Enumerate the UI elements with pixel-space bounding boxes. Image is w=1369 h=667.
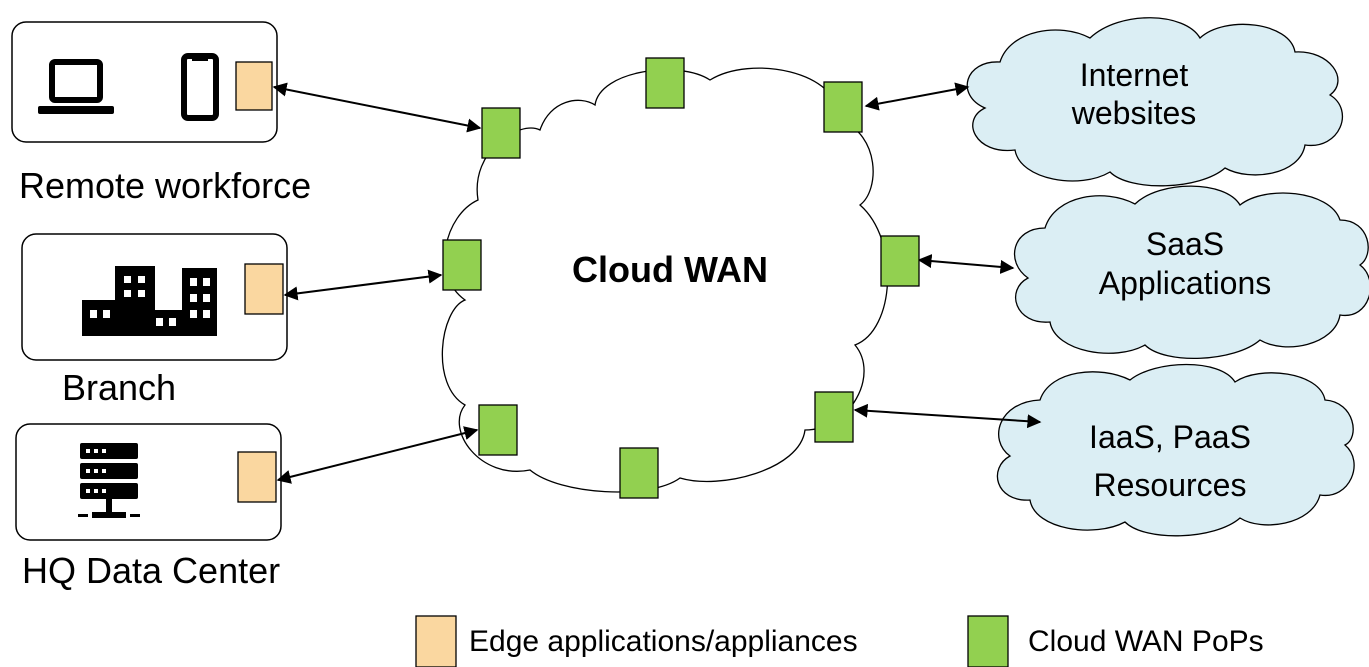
server-rack-icon [78,443,140,518]
arrow-pop-to-internet [864,82,970,111]
pop-node [880,235,920,287]
smartphone-icon [181,53,219,121]
cloud-wan-label: Cloud WAN [572,249,768,290]
arrow-hq-to-pop [276,426,479,484]
service-label-line: SaaS [1146,226,1224,262]
site-label: Remote workforce [19,165,311,206]
arrow-pop-to-iaas [853,403,1042,429]
office-buildings-icon [82,266,217,336]
site-label: HQ Data Center [22,550,280,591]
legend-pop-swatch [967,615,1009,667]
service-cloud [966,17,1344,187]
service-label-line: Applications [1099,265,1272,301]
pop-node [823,81,863,133]
pop-node [478,404,518,456]
pop-node [645,57,685,109]
edge-appliance [235,61,273,111]
site-branch: Branch [21,233,288,408]
legend-pop-label: Cloud WAN PoPs [1028,625,1264,658]
site-label: Branch [62,367,176,408]
pop-node [619,447,659,499]
service-label-line: Resources [1094,467,1247,503]
edge-appliance [244,263,284,315]
pop-node [442,239,482,291]
service-iaas-paas-resources: IaaS, PaaS Resources [996,363,1355,537]
service-label-line: Internet [1080,57,1189,93]
site-remote-workforce: Remote workforce [11,21,311,206]
edge-appliance [237,451,277,503]
service-internet-websites: Internet websites [966,17,1344,187]
service-saas-applications: SaaS Applications [1013,185,1369,359]
service-label-line: IaaS, PaaS [1089,419,1251,455]
connection-arrows [272,82,1042,484]
service-label-line: websites [1071,95,1197,131]
legend-edge-label: Edge applications/appliances [469,625,858,658]
site-hq-data-center: HQ Data Center [15,423,282,591]
cloud-wan-pops [442,57,920,499]
arrow-remote-to-pop [272,82,482,133]
pop-node [481,107,521,159]
service-cloud [996,363,1355,537]
pop-node [814,391,854,443]
laptop-icon [38,59,114,114]
arrow-branch-to-pop [283,269,443,301]
legend-edge-swatch [415,615,457,667]
service-cloud [1013,185,1369,359]
legend: Edge applications/appliances Cloud WAN P… [415,615,1264,667]
arrow-pop-to-saas [917,254,1015,274]
